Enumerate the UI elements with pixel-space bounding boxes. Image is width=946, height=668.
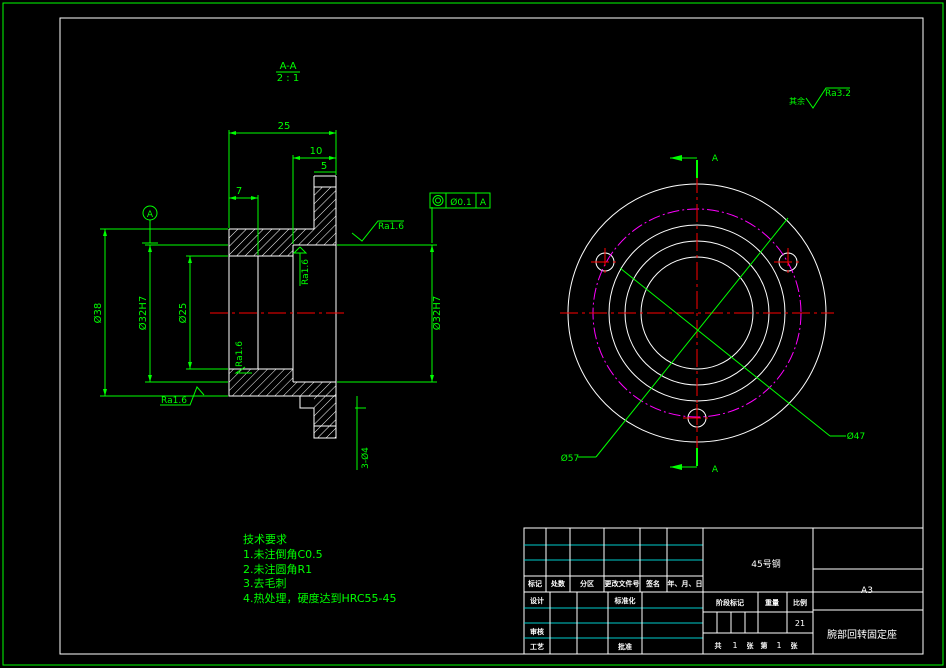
cut-label-bottom: A [712, 465, 719, 475]
leader-d47 [619, 267, 831, 437]
dim-d32h7-left: Ø32H7 [137, 296, 149, 330]
cut-label-top: A [712, 154, 719, 164]
hatch-lower-right [293, 382, 336, 396]
section-title: A-A [280, 61, 297, 72]
roughness-top: Ra1.6 [378, 222, 404, 232]
dim-25: 25 [278, 121, 291, 132]
tb-stage: 阶段标记 [716, 598, 744, 607]
roughness-symbols [160, 220, 404, 406]
dim-10: 10 [310, 146, 323, 157]
leader-d57 [595, 217, 789, 458]
dim-5: 5 [321, 161, 327, 172]
tb-header-docno: 更改文件号 [605, 579, 640, 588]
tolerance-value: Ø0.1 [450, 197, 471, 208]
tb-approve: 批准 [618, 642, 632, 651]
roughness-rest-symbol [805, 87, 850, 109]
tb-design: 设计 [530, 596, 544, 605]
roughness-rest-value: Ra3.2 [825, 89, 851, 99]
notes-title: 技术要求 [243, 533, 287, 546]
dim-d47: Ø47 [847, 431, 866, 442]
dim-d25: Ø25 [177, 303, 189, 324]
tb-ratio: 比例 [793, 598, 807, 607]
dim-groove: 3-Ø4 [360, 447, 371, 469]
tolerance-frame: Ø0.1 A [429, 192, 491, 209]
hatch-flange-bottom [314, 396, 336, 438]
datum-circle [142, 205, 158, 221]
outline-lower [228, 229, 337, 439]
roughness-vertical: Ra1.6 [301, 259, 311, 285]
section-view: 25 10 7 5 Ø38 Ø32H7 Ø25 Ø32H7 3-Ø4 A Ø0.… [92, 121, 491, 470]
tolerance-datum: A [480, 198, 487, 208]
tb-sheet-no: 第 [761, 641, 768, 650]
hatch-upper-left [229, 229, 258, 256]
hatch-upper-right [293, 229, 336, 245]
roughness-rest-label: 其余 [789, 96, 805, 106]
title-block: 标记 处数 分区 更改文件号 签名 年、月、日 设计 标准化 审核 工艺 批准 … [523, 527, 924, 655]
section-scale: 2 : 1 [277, 73, 299, 84]
datum-label: A [147, 210, 154, 220]
note-1: 1.未注倒角C0.5 [243, 547, 323, 561]
tb-header-date: 年、月、日 [668, 579, 703, 588]
tb-process: 工艺 [530, 642, 544, 651]
tb-header-zone: 分区 [580, 579, 594, 588]
tb-sheet-n: 1 [776, 641, 781, 650]
tb-sheet-unit: 张 [791, 641, 799, 650]
tb-weight: 重量 [765, 598, 779, 607]
tech-notes: 技术要求 1.未注倒角C0.5 2.未注圆角R1 3.去毛刺 4.热处理，硬度达… [243, 533, 397, 605]
tb-header-count: 处数 [550, 579, 566, 588]
tb-total-n: 1 [732, 641, 737, 650]
hatch-flange-top [314, 187, 336, 229]
tb-review: 审核 [530, 627, 544, 636]
dim-d32h7-right: Ø32H7 [431, 296, 443, 330]
dim-7: 7 [236, 186, 242, 197]
tb-total: 共 [715, 641, 722, 650]
hatch-upper-mid [258, 229, 293, 256]
tb-material: 45号钢 [751, 558, 780, 570]
note-2: 2.未注圆角R1 [243, 562, 312, 576]
tb-scale-value: 21 [795, 619, 805, 628]
tb-size: A3 [861, 586, 873, 596]
roughness-bore: Ra1.6 [235, 341, 245, 367]
tb-sheets: 张 [747, 641, 755, 650]
note-4: 4.热处理，硬度达到HRC55-45 [243, 591, 397, 605]
tb-standard: 标准化 [614, 596, 636, 605]
tb-part-name: 腕部回转固定座 [827, 628, 897, 641]
concentricity-icon [432, 195, 444, 206]
roughness-bottom: Ra1.6 [161, 396, 187, 406]
tb-header-sign: 签名 [645, 579, 660, 588]
note-3: 3.去毛刺 [243, 577, 287, 590]
dim-d57: Ø57 [561, 453, 580, 464]
tb-header-mark: 标记 [527, 579, 542, 588]
hatch-lower-mid [258, 369, 293, 396]
front-view: A A Ø57 Ø47 [560, 154, 865, 475]
inner-frame [59, 17, 924, 655]
dim-d38: Ø38 [92, 303, 104, 324]
